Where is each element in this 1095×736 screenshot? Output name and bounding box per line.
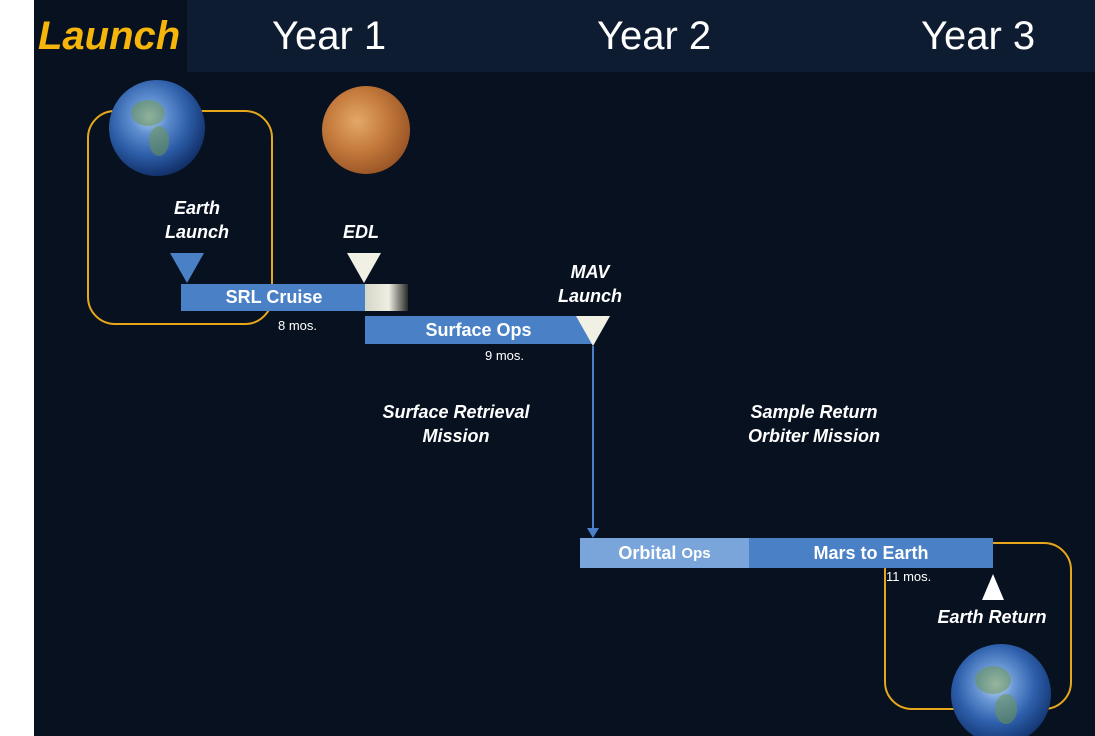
header-band bbox=[187, 0, 1095, 72]
mars-icon bbox=[322, 86, 410, 174]
surface-duration: 9 mos. bbox=[485, 348, 525, 363]
mission-timeline-diagram: Launch Year 1 Year 2 Year 3 Earth Launch… bbox=[34, 0, 1095, 736]
earth-icon bbox=[951, 644, 1051, 736]
mars-to-earth-bar: Mars to Earth bbox=[749, 538, 993, 568]
surface-ops-bar: Surface Ops bbox=[365, 316, 592, 344]
earth-icon bbox=[109, 80, 205, 176]
srl-cruise-bar: SRL Cruise bbox=[181, 284, 367, 311]
year-3-label: Year 3 bbox=[921, 14, 1036, 58]
edl-marker-icon bbox=[347, 253, 381, 283]
year-1-label: Year 1 bbox=[272, 14, 387, 58]
mav-launch-label: MAV Launch bbox=[557, 262, 622, 306]
arrow-down-icon bbox=[587, 528, 599, 538]
earth-launch-label: Earth Launch bbox=[164, 198, 229, 242]
return-duration: 11 mos. bbox=[886, 569, 932, 584]
surface-retrieval-mission-label: Surface Retrieval Mission bbox=[382, 402, 530, 446]
edl-label: EDL bbox=[343, 222, 379, 242]
cruise-duration: 8 mos. bbox=[278, 318, 318, 333]
earth-return-label: Earth Return bbox=[937, 607, 1047, 627]
edl-phase-bar bbox=[365, 284, 408, 311]
earth-return-marker-icon bbox=[982, 574, 1004, 600]
year-2-label: Year 2 bbox=[597, 14, 712, 58]
transfer-connector-line bbox=[592, 346, 594, 530]
launch-label: Launch bbox=[38, 14, 181, 58]
mav-launch-marker-icon bbox=[576, 316, 610, 346]
earth-launch-marker-icon bbox=[170, 253, 204, 283]
sample-return-orbiter-label: Sample Return Orbiter Mission bbox=[747, 402, 881, 446]
timeline-header: Launch Year 1 Year 2 Year 3 bbox=[34, 0, 1095, 72]
